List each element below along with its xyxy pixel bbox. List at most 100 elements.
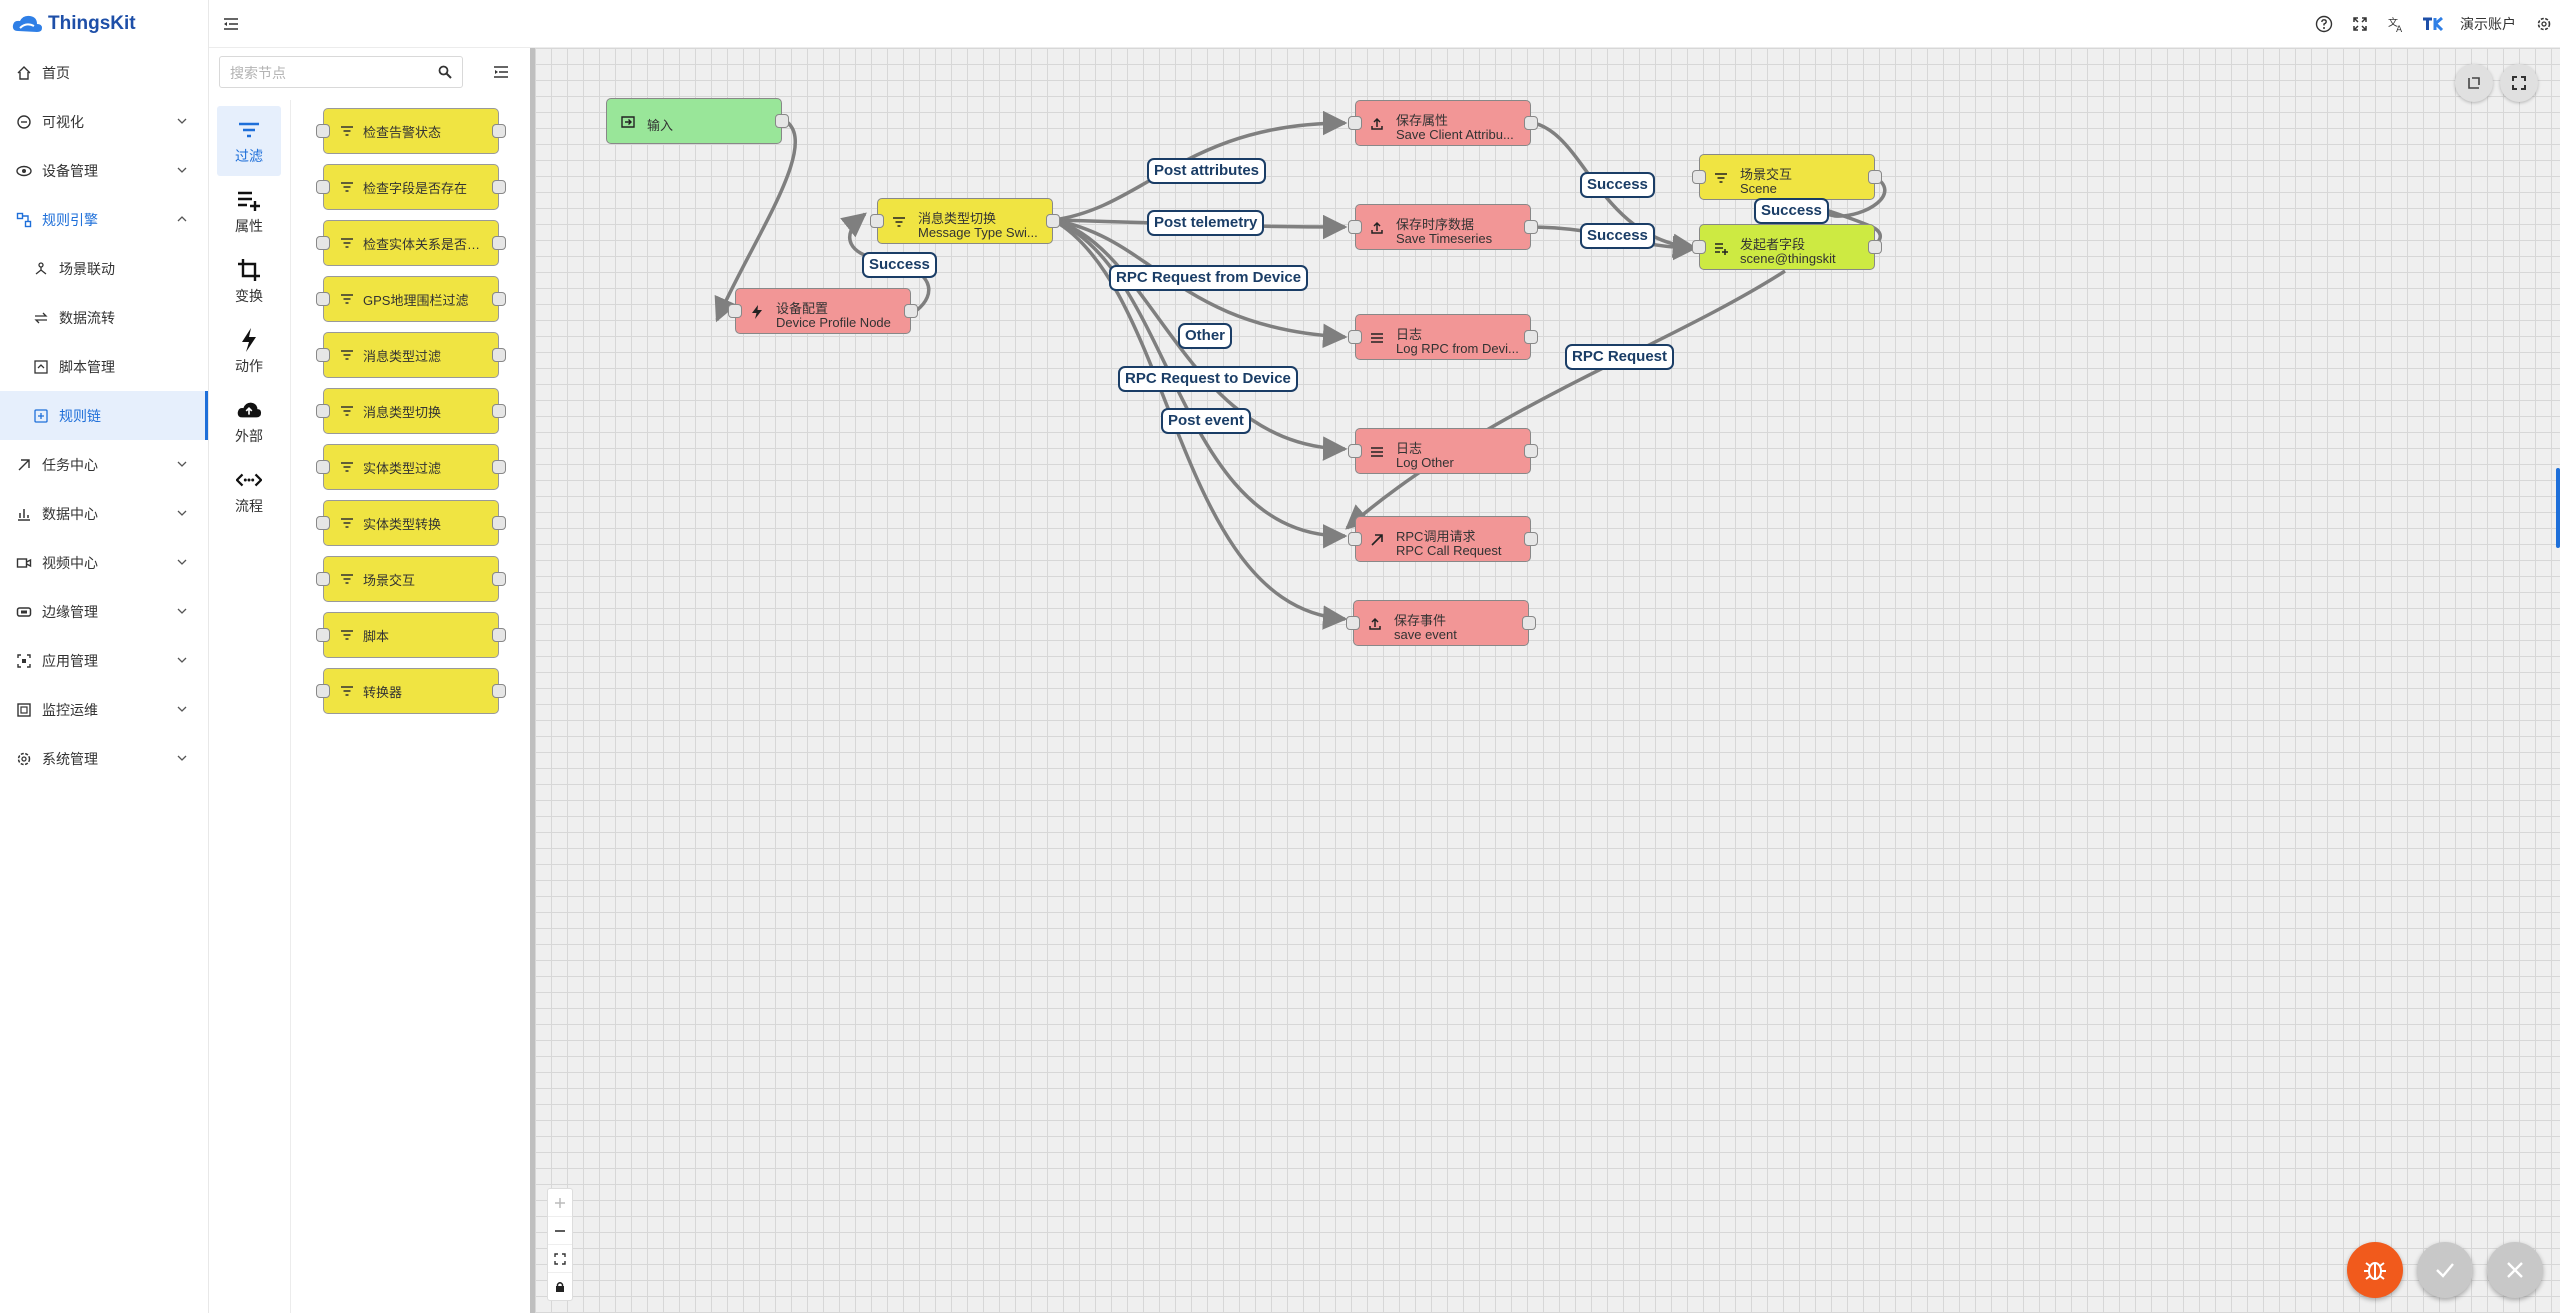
output-port[interactable] <box>492 404 506 418</box>
search-icon[interactable] <box>438 65 452 79</box>
category-filter[interactable]: 过滤 <box>217 106 281 176</box>
rule-node-input[interactable]: 输入 <box>606 98 789 144</box>
output-port[interactable] <box>492 124 506 138</box>
sidebar-item-visualization[interactable]: 可视化 <box>0 97 208 146</box>
link-label-post-attributes[interactable]: Post attributes <box>1147 158 1267 184</box>
fit-view-button[interactable] <box>548 1245 572 1273</box>
palette-node[interactable]: 检查告警状态 <box>316 108 506 154</box>
output-port[interactable] <box>1046 214 1060 228</box>
category-flow[interactable]: 流程 <box>217 456 281 526</box>
apply-changes-button[interactable] <box>2417 1242 2473 1298</box>
output-port[interactable] <box>775 114 789 128</box>
input-port[interactable] <box>316 404 330 418</box>
sidebar-item-video[interactable]: 视频中心 <box>0 538 208 587</box>
exit-edit-button[interactable] <box>2455 64 2493 102</box>
menu-fold-icon[interactable] <box>221 14 241 34</box>
output-port[interactable] <box>492 236 506 250</box>
palette-node[interactable]: GPS地理围栏过滤 <box>316 276 506 322</box>
palette-node[interactable]: 转换器 <box>316 668 506 714</box>
sidebar-subitem-scene-linkage[interactable]: 场景联动 <box>0 244 208 293</box>
palette-node[interactable]: 实体类型转换 <box>316 500 506 546</box>
sidebar-item-app[interactable]: 应用管理 <box>0 636 208 685</box>
input-port[interactable] <box>316 516 330 530</box>
zoom-in-button[interactable] <box>548 1189 572 1217</box>
palette-node[interactable]: 脚本 <box>316 612 506 658</box>
sidebar-subitem-script[interactable]: 脚本管理 <box>0 342 208 391</box>
sidebar-item-system[interactable]: 系统管理 <box>0 734 208 783</box>
output-port[interactable] <box>492 348 506 362</box>
input-port[interactable] <box>728 304 742 318</box>
sidebar-item-home[interactable]: 首页 <box>0 48 208 97</box>
avatar[interactable] <box>2422 14 2444 34</box>
link-label-post-telemetry[interactable]: Post telemetry <box>1147 210 1265 236</box>
sidebar-item-device[interactable]: 设备管理 <box>0 146 208 195</box>
input-port[interactable] <box>1348 116 1362 130</box>
output-port[interactable] <box>1524 330 1538 344</box>
output-port[interactable] <box>1522 616 1536 630</box>
sidebar-item-edge[interactable]: 边缘管理 <box>0 587 208 636</box>
link-label-post-event[interactable]: Post event <box>1161 408 1251 434</box>
palette-node[interactable]: 消息类型切换 <box>316 388 506 434</box>
menu-unfold-icon[interactable] <box>491 62 511 82</box>
lock-button[interactable] <box>548 1273 572 1300</box>
output-port[interactable] <box>904 304 918 318</box>
link-label-rpc-to-device[interactable]: RPC Request to Device <box>1118 366 1298 392</box>
canvas-fullscreen-button[interactable] <box>2500 64 2538 102</box>
output-port[interactable] <box>1868 170 1882 184</box>
palette-node[interactable]: 消息类型过滤 <box>316 332 506 378</box>
output-port[interactable] <box>1524 220 1538 234</box>
input-port[interactable] <box>1348 220 1362 234</box>
fullscreen-icon[interactable] <box>2350 14 2370 34</box>
output-port[interactable] <box>492 628 506 642</box>
sidebar-item-task[interactable]: 任务中心 <box>0 440 208 489</box>
discard-changes-button[interactable] <box>2487 1242 2543 1298</box>
input-port[interactable] <box>316 572 330 586</box>
input-port[interactable] <box>870 214 884 228</box>
input-port[interactable] <box>1348 532 1362 546</box>
logo[interactable]: ThingsKit <box>0 0 208 48</box>
zoom-out-button[interactable] <box>548 1217 572 1245</box>
palette-node[interactable]: 实体类型过滤 <box>316 444 506 490</box>
output-port[interactable] <box>492 684 506 698</box>
palette-node[interactable]: 检查字段是否存在 <box>316 164 506 210</box>
help-icon[interactable] <box>2314 14 2334 34</box>
sidebar-item-rule-engine[interactable]: 规则引擎 <box>0 195 208 244</box>
input-port[interactable] <box>1348 444 1362 458</box>
output-port[interactable] <box>492 572 506 586</box>
input-port[interactable] <box>316 684 330 698</box>
sidebar-item-monitor[interactable]: 监控运维 <box>0 685 208 734</box>
category-external[interactable]: 外部 <box>217 386 281 456</box>
input-port[interactable] <box>316 180 330 194</box>
debug-button[interactable] <box>2347 1242 2403 1298</box>
category-action[interactable]: 动作 <box>217 316 281 386</box>
link-label-rpc-request[interactable]: RPC Request <box>1565 344 1675 370</box>
output-port[interactable] <box>1524 532 1538 546</box>
output-port[interactable] <box>1868 240 1882 254</box>
link-label-save-ts-success[interactable]: Success <box>1580 223 1655 249</box>
sidebar-subitem-rule-chain[interactable]: 规则链 <box>0 391 208 440</box>
input-port[interactable] <box>1348 330 1362 344</box>
category-attribute[interactable]: 属性 <box>217 176 281 246</box>
input-port[interactable] <box>316 292 330 306</box>
link-label-scene-success[interactable]: Success <box>1754 198 1829 224</box>
output-port[interactable] <box>492 180 506 194</box>
link-label-save-attr-success[interactable]: Success <box>1580 172 1655 198</box>
link-label-rpc-from-device[interactable]: RPC Request from Device <box>1109 265 1309 291</box>
palette-node[interactable]: 检查实体关系是否存在 <box>316 220 506 266</box>
palette-node[interactable]: 场景交互 <box>316 556 506 602</box>
gear-icon[interactable] <box>2534 14 2554 34</box>
sidebar-item-data[interactable]: 数据中心 <box>0 489 208 538</box>
category-transform[interactable]: 变换 <box>217 246 281 316</box>
input-port[interactable] <box>316 348 330 362</box>
